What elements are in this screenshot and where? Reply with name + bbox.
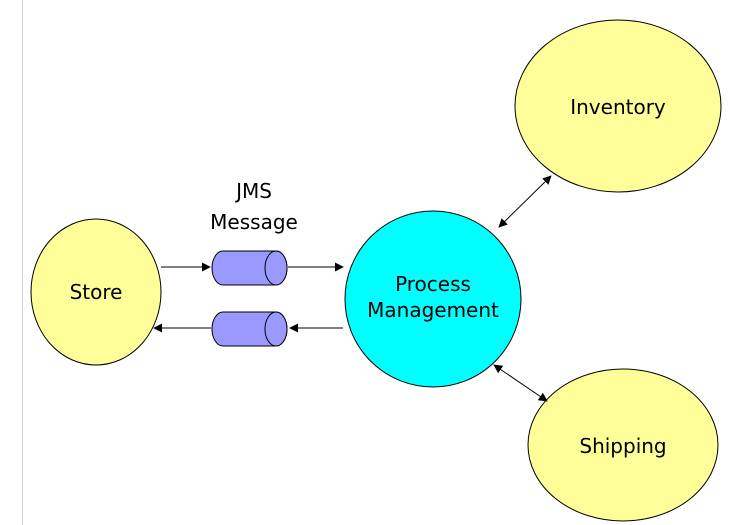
arrow-process-shipping xyxy=(493,364,548,402)
shipping-label: Shipping xyxy=(579,434,666,458)
outbound-queue-icon xyxy=(211,250,288,286)
inventory-node[interactable]: Inventory xyxy=(514,19,722,193)
arrow-process-inventory xyxy=(498,175,552,228)
inventory-label: Inventory xyxy=(570,95,666,119)
shipping-node[interactable]: Shipping xyxy=(527,368,719,522)
page-margin-rule xyxy=(22,0,23,525)
jms-label-line2: Message xyxy=(210,210,298,234)
process-label-line2: Management xyxy=(367,298,499,322)
process-label-line1: Process xyxy=(395,272,471,296)
inbound-queue-icon xyxy=(211,311,288,347)
jms-label-line1: JMS xyxy=(234,179,272,203)
process-management-node[interactable]: Process Management xyxy=(344,210,522,388)
store-label: Store xyxy=(70,280,123,304)
store-node[interactable]: Store xyxy=(30,218,162,366)
